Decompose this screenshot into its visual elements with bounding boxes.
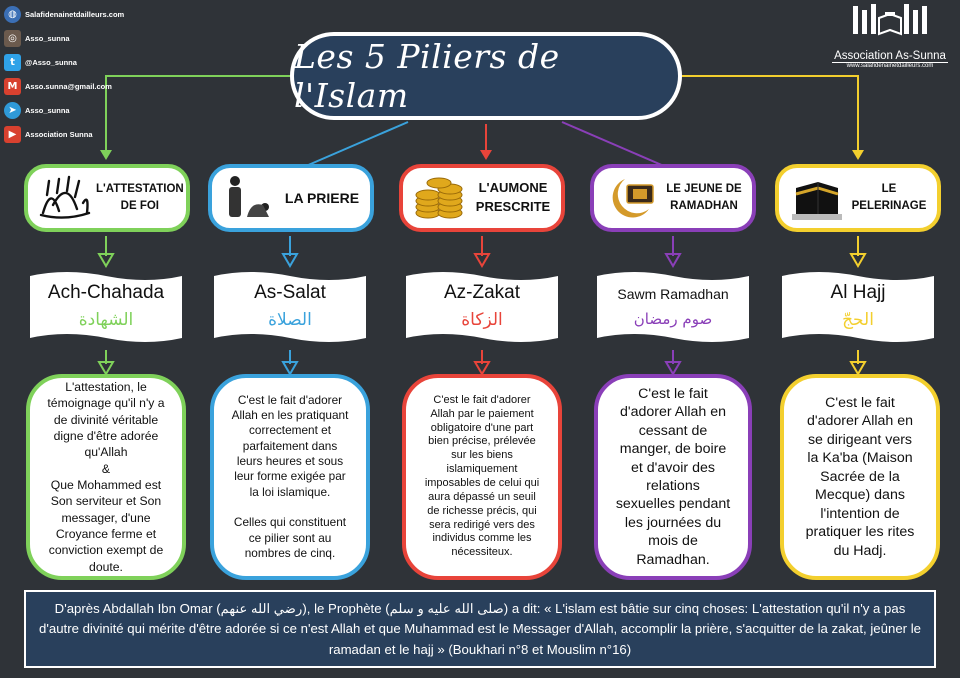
pillar-text-chahada: L'attestation, le témoignage qu'il n'y a…: [47, 379, 165, 574]
association-logo: Association As-Sunna www.salafidenainetd…: [823, 2, 957, 69]
books-logo-icon: [853, 4, 927, 36]
social-telegram-label: Asso_sunna: [25, 105, 70, 115]
social-links: ◍ Salafidenainetdailleurs.com ◎ Asso_sun…: [4, 2, 144, 146]
logo-name: Association As-Sunna: [832, 50, 948, 63]
pillar-banner-salat: As-Salat الصلاة: [210, 266, 370, 348]
pillar-text-hajj: C'est le fait d'adorer Allah en se dirig…: [805, 394, 915, 559]
pillar-description-chahada: L'attestation, le témoignage qu'il n'y a…: [26, 374, 186, 580]
social-website-label: Salafidenainetdailleurs.com: [25, 9, 125, 19]
connector-green: [105, 75, 290, 150]
pillar-label-chahada: L'ATTESTATION DE FOI: [96, 183, 184, 212]
arrow-green: [100, 150, 112, 160]
social-twitter-label: @Asso_sunna: [25, 57, 77, 67]
pillar-header-chahada: L'ATTESTATION DE FOI: [24, 164, 190, 232]
pillar-header-salat: LA PRIERE: [208, 164, 374, 232]
title-banner: Les 5 Piliers de l'Islam: [290, 32, 682, 120]
pillar-arabic-chahada: الشهادة: [78, 310, 134, 330]
logo-url: www.salafidenainetdailleurs.com: [846, 63, 934, 69]
pillar-header-sawm: LE JEUNE DE RAMADHAN: [590, 164, 756, 232]
twitter-icon: t: [4, 53, 21, 71]
social-email-label: Asso.sunna@gmail.com: [25, 81, 112, 91]
mail-icon: M: [4, 77, 21, 95]
crescent-quran-icon: [600, 172, 662, 224]
pillar-description-hajj: C'est le fait d'adorer Allah en se dirig…: [780, 374, 940, 580]
connector-blue: [305, 121, 409, 167]
pillar-banner-zakat: Az-Zakat الزكاة: [402, 266, 562, 348]
pillar-description-sawm: C'est le fait d'adorer Allah en cessant …: [594, 374, 752, 580]
pillar-arabic-zakat: الزكاة: [461, 310, 503, 330]
gold-coins-icon: [409, 172, 471, 224]
pillar-arabic-sawm: صوم رمضان: [633, 310, 713, 328]
pillar-description-salat: C'est le fait d'adorer Allah en les prat…: [210, 374, 370, 580]
pillar-label-salat: LA PRIERE: [284, 189, 360, 206]
pillar-name-sawm: Sawm Ramadhan: [617, 286, 729, 302]
pillar-label-sawm: LE JEUNE DE RAMADHAN: [666, 183, 742, 212]
pillar-banner-chahada: Ach-Chahada الشهادة: [26, 266, 186, 348]
pillar-arabic-salat: الصلاة: [268, 310, 312, 330]
pillar-name-chahada: Ach-Chahada: [47, 282, 165, 303]
pillar-text-salat: C'est le fait d'adorer Allah en les prat…: [231, 392, 349, 560]
social-item-telegram[interactable]: ➤ Asso_sunna: [4, 98, 144, 122]
arrow-red: [480, 150, 492, 160]
page-title: Les 5 Piliers de l'Islam: [294, 37, 560, 115]
social-instagram-label: Asso_sunna: [25, 33, 70, 43]
pillar-banner-hajj: Al Hajj الحجّ: [778, 266, 938, 348]
social-youtube-label: Association Sunna: [25, 129, 93, 139]
pillar-arabic-hajj: الحجّ: [842, 310, 874, 330]
pillar-text-sawm: C'est le fait d'adorer Allah en cessant …: [615, 385, 731, 568]
pillar-name-zakat: Az-Zakat: [443, 282, 521, 303]
telegram-icon: ➤: [4, 101, 21, 119]
pillar-name-hajj: Al Hajj: [830, 282, 886, 303]
hadith-quote-text: D'après Abdallah Ibn Omar (رضي الله عنهم…: [39, 601, 921, 657]
kaaba-icon: [785, 172, 847, 224]
pillar-header-hajj: LE PELERINAGE: [775, 164, 941, 232]
social-item-email[interactable]: M Asso.sunna@gmail.com: [4, 74, 144, 98]
pillar-banner-sawm: Sawm Ramadhan صوم رمضان: [593, 266, 753, 348]
pill-to-banner-arrows: [97, 236, 867, 268]
praying-man-icon: [218, 172, 280, 224]
pillar-label-zakat: L'AUMONE PRESCRITE: [475, 180, 551, 214]
hadith-quote-box: D'après Abdallah Ibn Omar (رضي الله عنهم…: [24, 590, 936, 668]
pillar-name-salat: As-Salat: [254, 282, 326, 303]
connector-yellow: [682, 75, 859, 150]
banner-to-card-arrows: [97, 350, 867, 376]
connector-purple: [561, 121, 665, 167]
pillar-header-zakat: L'AUMONE PRESCRITE: [399, 164, 565, 232]
social-item-website[interactable]: ◍ Salafidenainetdailleurs.com: [4, 2, 144, 26]
social-item-youtube[interactable]: ▶ Association Sunna: [4, 122, 144, 146]
social-item-twitter[interactable]: t @Asso_sunna: [4, 50, 144, 74]
youtube-icon: ▶: [4, 125, 21, 143]
pillar-text-zakat: C'est le fait d'adorer Allah par le paie…: [424, 393, 540, 559]
instagram-icon: ◎: [4, 29, 21, 47]
globe-icon: ◍: [4, 5, 21, 23]
pillar-label-hajj: LE PELERINAGE: [851, 183, 927, 212]
arrow-yellow: [852, 150, 864, 160]
pillar-description-zakat: C'est le fait d'adorer Allah par le paie…: [402, 374, 562, 580]
calligraphy-icon: [34, 172, 96, 224]
social-item-instagram[interactable]: ◎ Asso_sunna: [4, 26, 144, 50]
